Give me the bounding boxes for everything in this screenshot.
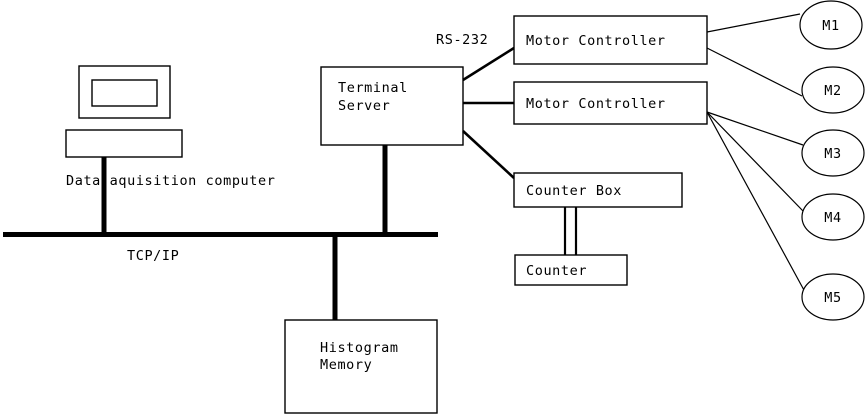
histogram-memory-box[interactable] [284,319,438,414]
link-motor-controller-2-to-motor-4 [706,111,804,212]
link-terminal-server-to-counter-box [462,130,515,179]
link-motor-controller-1-to-motor-1 [706,13,801,33]
motor-1-label: M1 [822,18,839,34]
terminal-server-label-line1: Terminal [338,80,408,96]
computer-base-unit [65,129,183,158]
motor-controller-2-label: Motor Controller [526,96,666,112]
histogram-memory-label-line1: Histogram [320,340,399,356]
counter-label: Counter [526,263,587,279]
tcpip-bus-label: TCP/IP [127,248,179,264]
histogram-memory-label-line2: Memory [320,357,372,373]
counter-box[interactable] [514,254,628,286]
motor-controller-2-box[interactable] [513,81,708,125]
motor-4-ellipse[interactable] [801,193,865,241]
link-motor-controller-2-to-motor-3 [706,111,804,146]
terminal-server-label-line2: Server [338,98,390,114]
motor-3-label: M3 [824,146,841,162]
counter-box-box[interactable] [513,172,683,208]
motor-2-ellipse[interactable] [801,66,865,114]
motor-5-ellipse[interactable] [801,273,865,321]
motor-4-label: M4 [824,210,841,226]
motor-2-label: M2 [824,83,841,99]
counter-box-label: Counter Box [526,183,622,199]
motor-3-ellipse[interactable] [801,129,865,177]
link-motor-controller-1-to-motor-2 [706,47,803,97]
data-acquisition-computer-label: Data aquisition computer [66,173,275,189]
link-motor-controller-2-to-motor-5 [706,111,806,293]
motor-5-label: M5 [824,290,841,306]
rs232-link-label: RS-232 [436,32,488,48]
link-terminal-server-to-motor-controller-1 [462,46,515,82]
motor-controller-1-label: Motor Controller [526,33,666,49]
motor-controller-1-box[interactable] [513,15,708,65]
motor-1-ellipse[interactable] [799,0,863,50]
terminal-server-box[interactable] [320,66,464,146]
computer-monitor-screen [91,79,158,107]
